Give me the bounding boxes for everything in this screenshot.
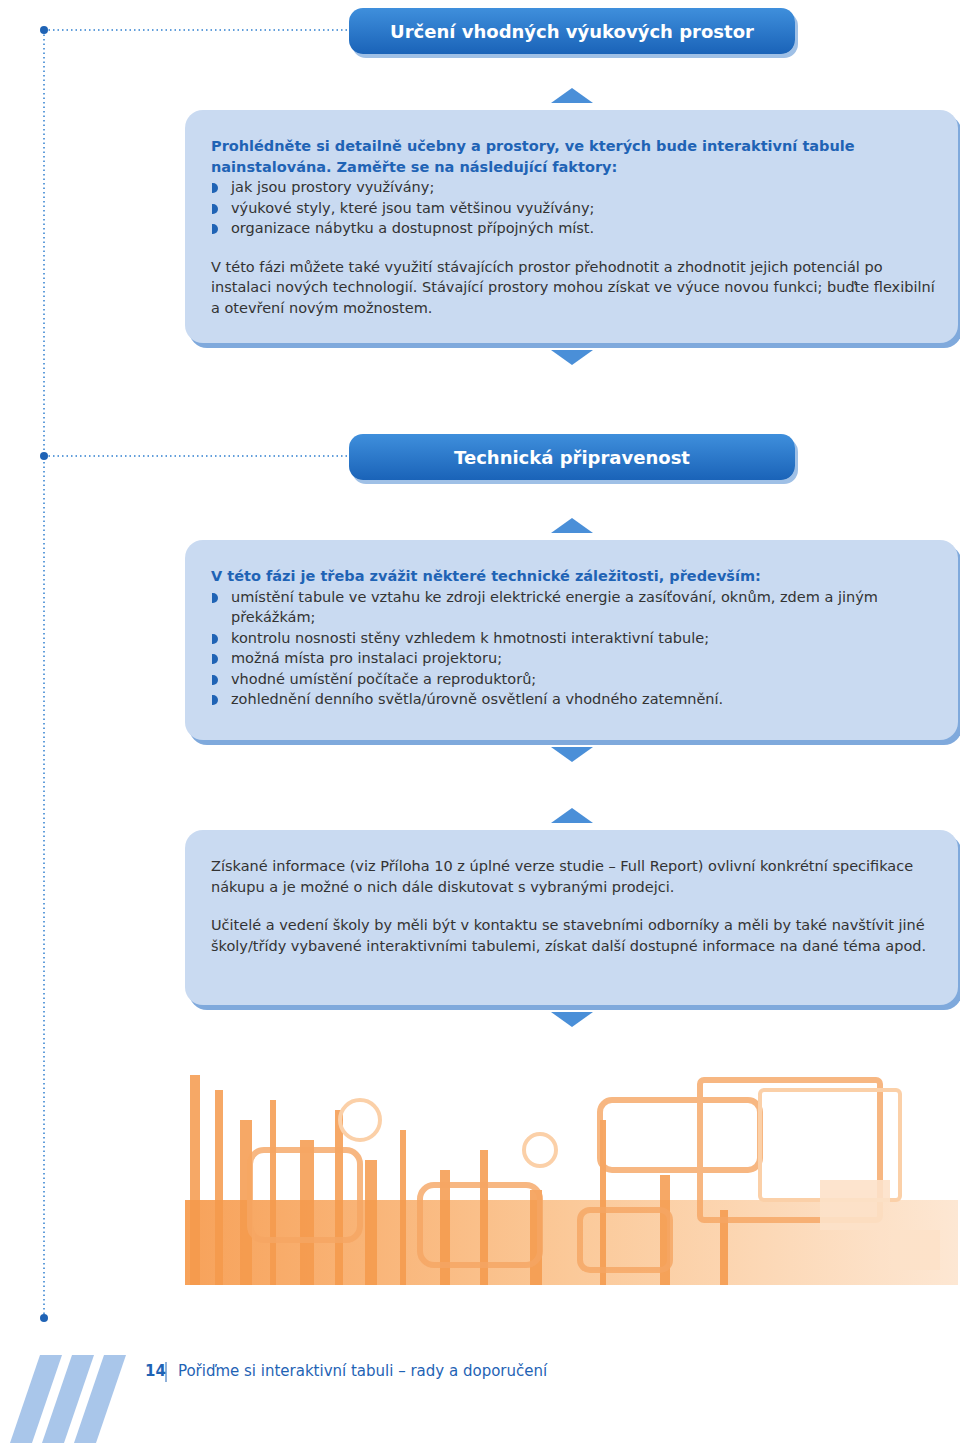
header-text: Technická připravenost (454, 447, 690, 468)
content-box: Prohlédněte si detailně učebny a prostor… (185, 110, 958, 343)
flow-arrow (551, 347, 593, 432)
paragraph: V této fázi je třeba zvážit některé tech… (211, 566, 936, 587)
paragraph: Prohlédněte si detailně učebny a prostor… (211, 136, 936, 177)
content-box: Získané informace (viz Příloha 10 z úpln… (185, 830, 958, 1005)
footer-title: Pořiďme si interaktivní tabuli – rady a … (178, 1362, 547, 1380)
header-text: Určení vhodných výukových prostor (390, 21, 754, 42)
flow-arrow (551, 742, 593, 826)
paragraph: Učitelé a vedení školy by měli být v kon… (211, 915, 936, 956)
bullet-item: umístění tabule ve vztahu ke zdroji elek… (211, 587, 936, 628)
bullet-item: kontrolu nosnosti stěny vzhledem k hmotn… (211, 628, 936, 649)
bullet-item: výukové styly, které jsou tam většinou v… (211, 198, 936, 219)
flow-arrow (551, 56, 593, 106)
content-box: V této fázi je třeba zvážit některé tech… (185, 540, 958, 740)
orange-illustration (185, 1075, 958, 1285)
bullet-item: vhodné umístění počítače a reproduktorů; (211, 669, 936, 690)
paragraph: Získané informace (viz Příloha 10 z úpln… (211, 856, 936, 897)
bullet-item: jak jsou prostory využívány; (211, 177, 936, 198)
section-header: Určení vhodných výukových prostor (349, 8, 795, 54)
flow-arrow (551, 482, 593, 536)
bullet-item: možná místa pro instalaci projektoru; (211, 648, 936, 669)
page-number: 14 (145, 1362, 166, 1380)
bullet-item: zohlednění denního světla/úrovně osvětle… (211, 689, 936, 710)
section-header: Technická připravenost (349, 434, 795, 480)
footer-stripes (10, 1355, 126, 1443)
flow-arrow (551, 744, 593, 828)
paragraph: V této fázi můžete také využití stávajíc… (211, 257, 936, 319)
bullet-item: organizace nábytku a dostupnost přípojný… (211, 218, 936, 239)
